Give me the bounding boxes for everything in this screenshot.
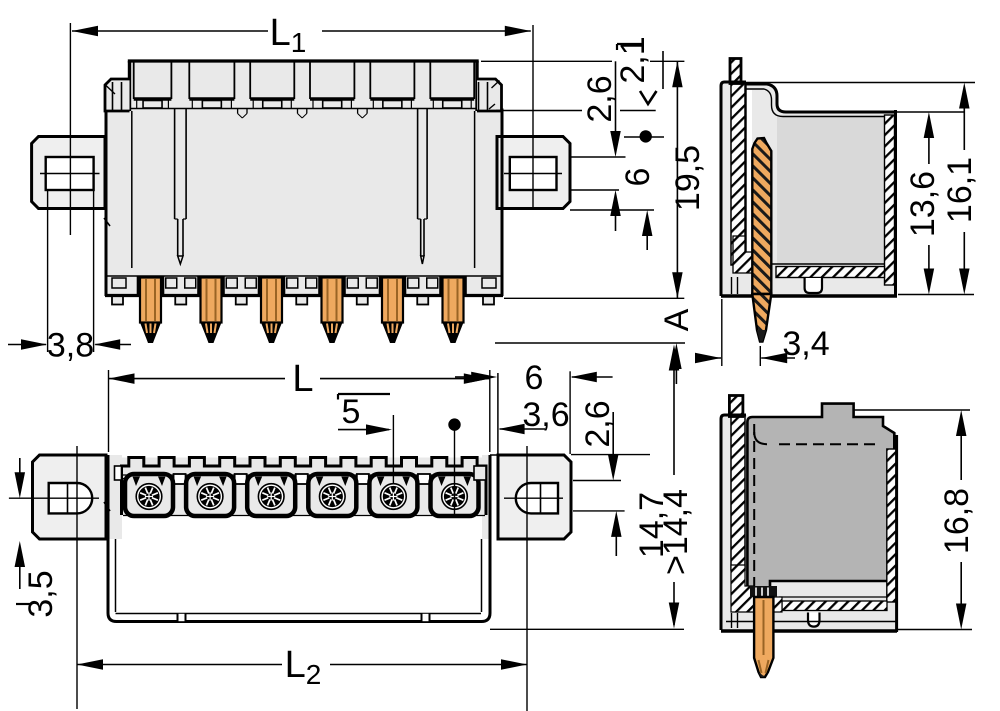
svg-text:3,4: 3,4 (782, 325, 829, 363)
svg-text:L2: L2 (285, 644, 322, 690)
svg-text:L1: L1 (270, 12, 307, 58)
svg-text:5: 5 (342, 393, 361, 431)
svg-text:A: A (658, 308, 696, 331)
svg-text:3,5: 3,5 (22, 570, 60, 617)
svg-text:2,6: 2,6 (581, 75, 619, 122)
svg-text:3,8: 3,8 (47, 327, 94, 365)
svg-text:14,7: 14,7 (633, 492, 671, 558)
svg-text:16,8: 16,8 (938, 488, 976, 554)
svg-text:3,6: 3,6 (522, 396, 569, 434)
svg-text:6: 6 (525, 359, 544, 397)
svg-text:2,6: 2,6 (579, 400, 617, 447)
svg-text:L: L (292, 358, 313, 400)
svg-text:13,6: 13,6 (904, 171, 942, 237)
svg-text:6: 6 (619, 168, 657, 187)
svg-text:>14,4: >14,4 (657, 489, 695, 575)
svg-text:2,1: 2,1 (614, 36, 652, 83)
svg-text:19,5: 19,5 (669, 145, 707, 211)
svg-text:16,1: 16,1 (941, 157, 979, 223)
